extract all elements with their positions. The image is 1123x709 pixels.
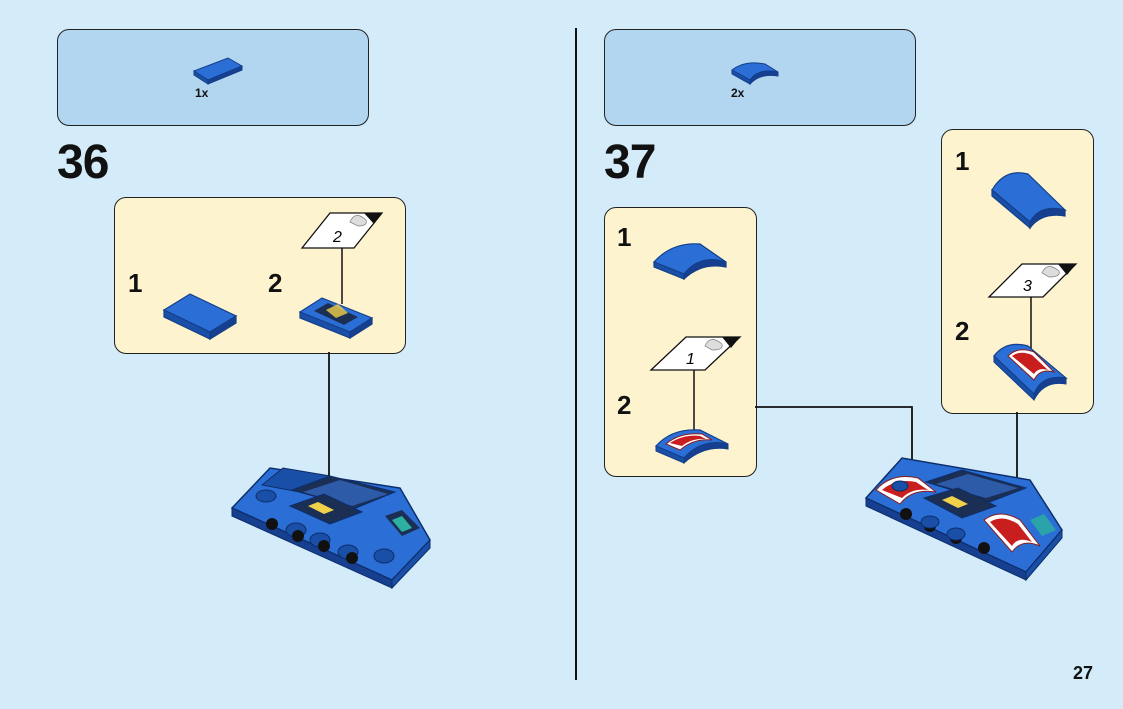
sticker-number: 1 [686, 351, 695, 368]
substep-number: 1 [128, 268, 143, 298]
sticker-applied-slope-icon [654, 429, 729, 465]
substep-number: 2 [268, 268, 283, 298]
page-number: 27 [1072, 663, 1093, 683]
substep-number: 1 [617, 222, 632, 252]
blue-curved-slope-icon [731, 62, 779, 86]
part-quantity: 2x [731, 86, 745, 100]
step-number: 37 [604, 136, 656, 189]
sticker-label-icon: 3 [987, 263, 1078, 352]
blue-tile-icon [192, 57, 244, 85]
vehicle-assembly-36 [230, 467, 431, 590]
vehicle-assembly-37 [864, 457, 1063, 582]
sticker-applied-slope-icon [993, 343, 1069, 402]
blue-curved-slope-icon [991, 172, 1067, 230]
substep-number: 2 [617, 390, 632, 420]
blue-curved-slope-icon [652, 243, 727, 281]
blue-tile-icon [162, 293, 238, 341]
sticker-number: 2 [332, 229, 342, 246]
sticker-label-icon: 1 [649, 336, 742, 436]
step-number: 36 [57, 136, 109, 189]
substep-number: 2 [955, 316, 970, 346]
sticker-label-icon: 2 [300, 212, 384, 304]
part-quantity: 1x [195, 86, 209, 100]
sticker-number: 3 [1023, 278, 1032, 295]
substep-number: 1 [955, 146, 970, 176]
sticker-applied-tile-icon [298, 297, 374, 340]
page-divider [575, 28, 577, 680]
